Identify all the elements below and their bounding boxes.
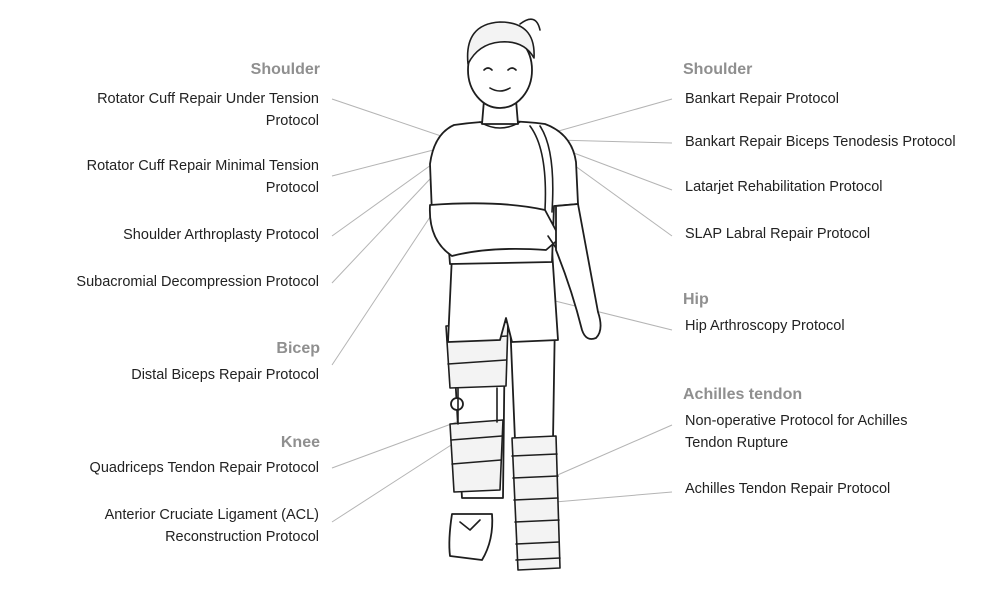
- left-heading-bicep: Bicep: [276, 340, 320, 358]
- leader-line-hip: [543, 298, 672, 330]
- leader-line-shoulder-arthroplasty: [332, 155, 445, 236]
- left-heading-knee: Knee: [281, 434, 320, 452]
- leader-line-achilles-nonop: [553, 425, 672, 477]
- protocol-acl-reconstruction-link[interactable]: Anterior Cruciate Ligament (ACL) Reconst…: [105, 504, 319, 548]
- left-shoe: [449, 514, 492, 560]
- protocol-label-line: Achilles Tendon Repair Protocol: [685, 478, 890, 500]
- protocol-label-line: Distal Biceps Repair Protocol: [131, 364, 319, 386]
- protocol-label-line: Hip Arthroscopy Protocol: [685, 315, 845, 337]
- right-heading-hip: Hip: [683, 291, 709, 309]
- protocol-achilles-tendon-repair-link[interactable]: Achilles Tendon Repair Protocol: [685, 478, 890, 500]
- protocol-rotator-cuff-repair-minimal-tension-link[interactable]: Rotator Cuff Repair Minimal Tension Prot…: [87, 155, 319, 199]
- leader-line-rotator-cuff-minimal: [332, 147, 445, 176]
- protocol-label-line: Shoulder Arthroplasty Protocol: [123, 224, 319, 246]
- protocol-label-line: Protocol: [97, 110, 319, 132]
- protocol-label-line: Latarjet Rehabilitation Protocol: [685, 176, 882, 198]
- protocol-label-line: Reconstruction Protocol: [105, 526, 319, 548]
- leader-line-bankart-biceps: [556, 140, 672, 143]
- protocol-label-line: Anterior Cruciate Ligament (ACL): [105, 504, 319, 526]
- protocol-bankart-repair-biceps-tenodesis-link[interactable]: Bankart Repair Biceps Tenodesis Protocol: [685, 131, 956, 153]
- right-heading-achilles-tendon: Achilles tendon: [683, 386, 802, 404]
- leader-line-subacromial: [332, 162, 446, 283]
- left-heading-shoulder: Shoulder: [251, 61, 320, 79]
- protocol-rotator-cuff-repair-under-tension-link[interactable]: Rotator Cuff Repair Under Tension Protoc…: [97, 88, 319, 132]
- protocol-achilles-non-operative-link[interactable]: Non-operative Protocol for Achilles Tend…: [685, 410, 907, 454]
- protocol-label-line: Quadriceps Tendon Repair Protocol: [90, 457, 319, 479]
- knee-hinge: [451, 398, 463, 410]
- protocol-label-line: Rotator Cuff Repair Under Tension: [97, 88, 319, 110]
- right-heading-shoulder: Shoulder: [683, 61, 752, 79]
- leader-line-rotator-cuff-tension: [332, 99, 444, 137]
- leader-line-bankart: [555, 99, 672, 132]
- leader-line-acl: [332, 438, 462, 522]
- leader-line-distal-biceps: [332, 205, 438, 365]
- protocol-shoulder-arthroplasty-link[interactable]: Shoulder Arthroplasty Protocol: [123, 224, 319, 246]
- protocol-slap-labral-repair-link[interactable]: SLAP Labral Repair Protocol: [685, 223, 870, 245]
- protocol-label-line: Protocol: [87, 177, 319, 199]
- leader-line-achilles-repair: [555, 492, 672, 502]
- protocol-label-line: Rotator Cuff Repair Minimal Tension: [87, 155, 319, 177]
- protocol-latarjet-rehabilitation-link[interactable]: Latarjet Rehabilitation Protocol: [685, 176, 882, 198]
- leader-line-quadriceps: [332, 420, 462, 468]
- protocol-label-line: Non-operative Protocol for Achilles: [685, 410, 907, 432]
- protocol-label-line: Bankart Repair Biceps Tenodesis Protocol: [685, 131, 956, 153]
- protocol-label-line: Subacromial Decompression Protocol: [76, 271, 319, 293]
- knee-brace-lower: [450, 420, 503, 492]
- protocol-quadriceps-tendon-repair-link[interactable]: Quadriceps Tendon Repair Protocol: [90, 457, 319, 479]
- figure-line-art: [430, 19, 601, 570]
- protocol-bankart-repair-link[interactable]: Bankart Repair Protocol: [685, 88, 839, 110]
- protocol-hip-arthroscopy-link[interactable]: Hip Arthroscopy Protocol: [685, 315, 845, 337]
- protocol-label-line: SLAP Labral Repair Protocol: [685, 223, 870, 245]
- protocol-label-line: Bankart Repair Protocol: [685, 88, 839, 110]
- protocol-subacromial-decompression-link[interactable]: Subacromial Decompression Protocol: [76, 271, 319, 293]
- protocol-distal-biceps-repair-link[interactable]: Distal Biceps Repair Protocol: [131, 364, 319, 386]
- right-arm: [556, 204, 601, 339]
- protocol-label-line: Tendon Rupture: [685, 432, 907, 454]
- arm-sling: [430, 203, 560, 256]
